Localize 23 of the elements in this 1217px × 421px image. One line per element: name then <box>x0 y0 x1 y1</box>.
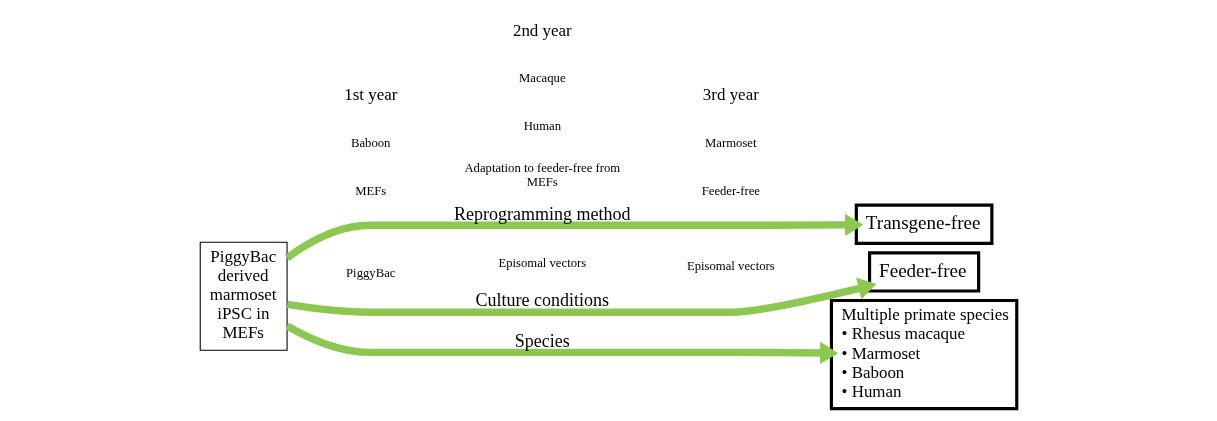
label: PiggyBac <box>346 266 396 281</box>
node-box: PiggyBac derived marmoset iPSC in MEFs <box>199 241 288 351</box>
arrow <box>285 213 864 261</box>
node-box: Transgene-free <box>854 203 994 245</box>
node-box: Feeder-free <box>867 251 981 293</box>
label: MEFs <box>355 183 387 198</box>
arrow <box>286 277 877 316</box>
label: Episomal vectors <box>498 255 587 270</box>
label: Macaque <box>519 71 566 86</box>
label: Feeder-free <box>701 183 760 198</box>
edge-label: Culture conditions <box>475 290 610 311</box>
edge-label: Reprogramming method <box>454 203 631 224</box>
label: 1st year <box>344 85 398 105</box>
label: Human <box>523 119 561 134</box>
label: Adaptation to feeder-free from MEFs <box>464 160 621 189</box>
label: 2nd year <box>512 20 572 40</box>
label: Baboon <box>351 136 391 151</box>
edge-label: Species <box>514 330 570 351</box>
label: Episomal vectors <box>686 258 775 273</box>
node-box: Multiple primate species • Rhesus macaque • Marmoset • Baboon • Human <box>829 298 1019 411</box>
label: 3rd year <box>702 85 759 105</box>
label: Marmoset <box>705 136 757 151</box>
arrow <box>285 322 839 365</box>
